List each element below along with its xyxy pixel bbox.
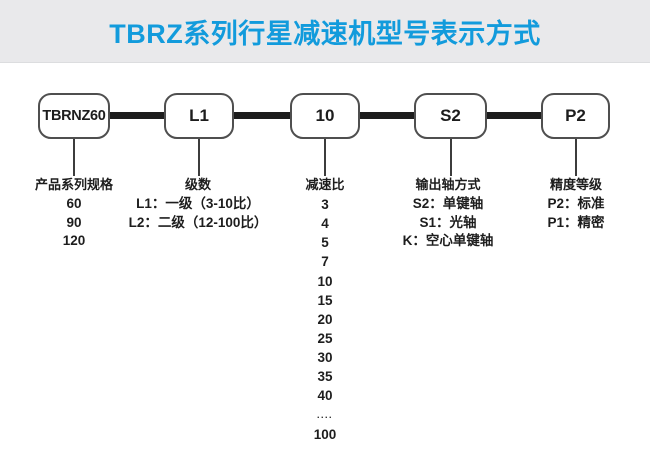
legend-header-ratio: 减速比 [305, 177, 345, 192]
leader-line-ratio [324, 139, 326, 176]
model-box-stage: L1 [164, 93, 234, 139]
legend-item: S1：光轴 [419, 214, 477, 230]
leader-line-precision [575, 139, 577, 176]
legend-column-stage: 级数 L1：一级（3-10比） L2：二级（12-100比） [118, 178, 278, 232]
legend-item: 35 [317, 369, 333, 385]
legend-header-stage: 级数 [184, 177, 211, 192]
legend-column-precision: 精度等级 P2：标准 P1：精密 [506, 178, 646, 232]
legend-item: 90 [66, 214, 82, 230]
legend-item: 7 [321, 254, 329, 270]
legend-item: 3 [321, 197, 329, 212]
legend-item: 40 [317, 388, 333, 404]
legend-item-ellipsis: .... [316, 409, 333, 420]
model-box-shaft: S2 [414, 93, 487, 139]
legend-item: 20 [317, 311, 333, 327]
model-box-series: TBRNZ60 [38, 93, 110, 139]
legend-item: P1：精密 [547, 214, 605, 230]
leader-line-shaft [450, 139, 452, 176]
legend-column-series: 产品系列规格 60 90 120 [4, 178, 144, 251]
connector-line-1 [110, 112, 164, 119]
legend-header-precision: 精度等级 [549, 177, 602, 192]
leader-line-series [73, 139, 75, 176]
legend-column-ratio: 减速比 3 4 5 7 10 15 20 25 30 35 40 .... 10… [255, 178, 395, 444]
title-band: TBRZ系列行星减速机型号表示方式 [0, 0, 650, 63]
legend-item: 10 [317, 273, 333, 289]
legend-item: 120 [62, 233, 86, 248]
legend-item: L1：一级（3-10比） [136, 196, 260, 211]
connector-line-2 [234, 112, 290, 119]
legend-item: 100 [313, 426, 337, 442]
legend-header-shaft: 输出轴方式 [415, 177, 481, 192]
page-title: TBRZ系列行星减速机型号表示方式 [109, 18, 541, 49]
legend-item: 25 [317, 330, 333, 346]
connector-line-4 [487, 112, 541, 119]
legend-item: L2：二级（12-100比） [128, 214, 268, 230]
legend-item: K：空心单键轴 [402, 233, 494, 248]
legend-item: 30 [317, 350, 333, 366]
legend-item: S2：单键轴 [412, 196, 484, 211]
model-box-ratio: 10 [290, 93, 360, 139]
leader-line-stage [198, 139, 200, 176]
legend-item: P2：标准 [547, 196, 605, 211]
legend-item: 4 [321, 216, 329, 232]
legend-item: 60 [66, 196, 82, 211]
legend-item: 15 [317, 292, 333, 308]
model-box-precision: P2 [541, 93, 610, 139]
legend-column-shaft: 输出轴方式 S2：单键轴 S1：光轴 K：空心单键轴 [378, 178, 518, 251]
legend-header-series: 产品系列规格 [34, 177, 113, 192]
legend-item: 5 [321, 235, 329, 251]
connector-line-3 [360, 112, 414, 119]
